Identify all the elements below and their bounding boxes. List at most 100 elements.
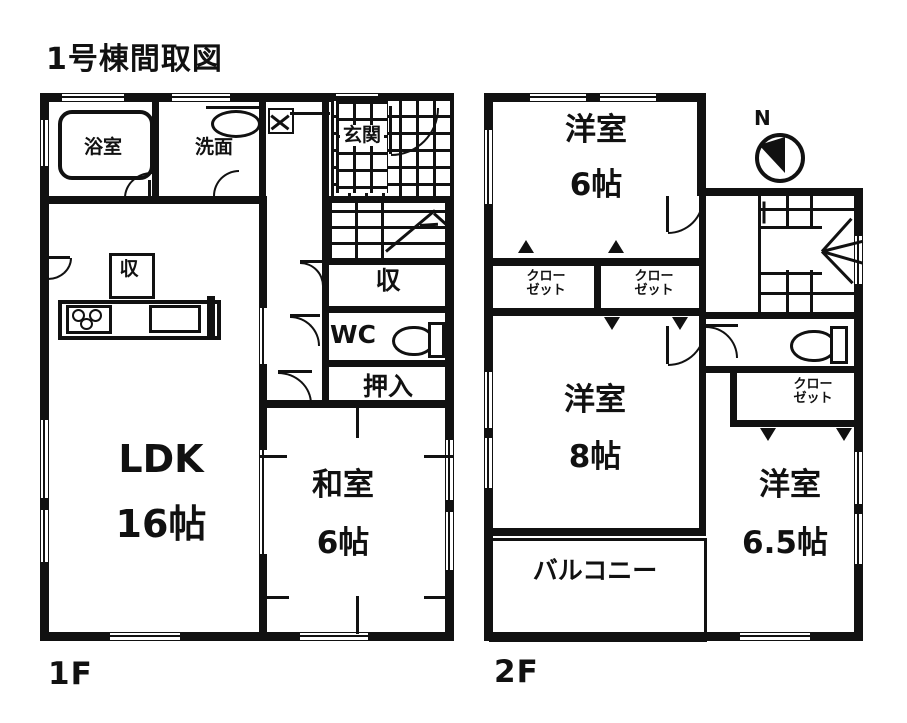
f2-wall-wc-bottom: [706, 366, 863, 373]
balcony-label: バルコニー: [532, 556, 658, 585]
entrance-door-leaf: [389, 106, 392, 154]
f1-window-top-a-line: [62, 96, 124, 98]
f2-wall-left: [484, 93, 493, 641]
f2-wall-bottom: [484, 632, 863, 641]
f1-wall-right: [445, 93, 454, 641]
f2-window-top-b-line: [600, 96, 656, 98]
room-label-yoshitsu-6: 洋室: [565, 112, 627, 148]
compass-needle-icon: [759, 137, 785, 173]
f2-stair-rail-a: [786, 196, 789, 228]
burner-icon-2: [89, 309, 102, 322]
closet-label-c: クロー ゼット: [793, 377, 833, 407]
f1-window-right-b-line: [448, 512, 450, 570]
f1-wall-hall-right: [322, 196, 329, 401]
closet-a-open-marker-icon: [604, 317, 620, 330]
f2-window-bottom-a-line: [740, 635, 810, 637]
f2-wall-closet-c-bottom: [730, 420, 863, 427]
compass-label-north: N: [754, 106, 771, 130]
f1-window-top-b-line: [172, 96, 230, 98]
washitsu-tatami-line-b: [356, 408, 359, 438]
f2-window-left-b-line: [487, 372, 489, 428]
f2-wall-closet-divider: [594, 258, 601, 316]
f1-wall-left: [40, 93, 49, 641]
room6-door-leaf: [666, 196, 669, 232]
wc-door-leaf: [290, 314, 320, 317]
f1-wall-wc-bottom: [322, 360, 454, 367]
room-size-ldk: 16帖: [115, 502, 207, 546]
f1-window-ldk-hall2-line: [262, 450, 264, 554]
page-title: 1号棟間取図: [46, 42, 223, 77]
washroom-door-swing-icon: [213, 170, 239, 196]
f1-wall-bottom: [40, 632, 454, 641]
entrance-shelf: [290, 112, 330, 115]
room-size-yoshitsu-8: 8帖: [568, 439, 622, 475]
f2-wall-closet-c-left: [730, 366, 737, 424]
f2-wall-stair-bottom: [706, 312, 863, 319]
hall-storage-door-swing-icon: [300, 262, 324, 286]
room-label-entrance: 玄関: [340, 125, 384, 146]
closet-label-a: クロー ゼット: [526, 269, 566, 299]
room-label-washitsu: 和室: [312, 467, 374, 503]
f1-wall-washitsu-top: [259, 400, 454, 408]
bathtub-icon: [58, 110, 154, 180]
sink-icon: [149, 305, 201, 333]
f2-window-top-a-line: [530, 96, 586, 98]
f1-wall-wet-bottom: [40, 196, 266, 204]
f2-wall-upper-step: [697, 188, 862, 196]
washroom-counter: [206, 106, 259, 109]
wc-door-swing-icon: [290, 316, 320, 346]
f2-window-left-c-line: [487, 438, 489, 488]
f1-window-bottom-b-line: [300, 635, 368, 637]
room-label-washroom: 洗面: [194, 136, 233, 158]
balcony-outline: [489, 538, 707, 642]
floor-caption-1f: 1F: [48, 656, 93, 692]
room-label-bath: 浴室: [83, 136, 122, 158]
toilet-icon: [392, 326, 434, 356]
f2-stair-arrow-icon: [762, 201, 766, 224]
f2-wc-door-swing-icon: [706, 326, 738, 358]
room-label-yoshitsu-8: 洋室: [564, 382, 626, 418]
stair-rail-2: [381, 203, 384, 258]
f1-wall-washroom-right: [259, 93, 266, 204]
f1-window-left-b-line: [43, 420, 45, 498]
ldk-entry-door-swing-icon: [48, 258, 72, 280]
f1-wall-top: [40, 93, 454, 102]
f2-toilet-icon: [790, 330, 836, 362]
f2-window-left-a-line: [487, 130, 489, 204]
f2-wall-right: [854, 188, 863, 641]
f1-window-left-a-line: [43, 120, 45, 166]
f2-window-right-c-line: [857, 514, 859, 564]
storage-label-oshiire: 押入: [362, 372, 413, 401]
f2-wall-top: [484, 93, 706, 102]
washitsu-tatami-line-f: [424, 455, 454, 458]
washitsu-tatami-line-c: [356, 596, 359, 634]
stair-tread-1: [331, 210, 453, 213]
storage-label-hall: 収: [375, 266, 401, 295]
closet-b-marker-icon: [608, 240, 624, 253]
f2-wall-balcony-top: [484, 528, 706, 536]
f2-stair-left-wall: [758, 196, 761, 312]
stair-rail-1: [355, 203, 358, 258]
kitchen-counter-end: [207, 296, 215, 336]
f2-wall-left-block-right: [699, 188, 706, 533]
f2-stair-rail-b: [786, 270, 789, 312]
oshiire-door-swing-icon: [278, 372, 312, 404]
burner-icon-3: [80, 318, 93, 330]
oshiire-door-leaf: [278, 370, 312, 373]
f1-wall-wc-top: [322, 306, 454, 313]
room-label-wc: WC: [330, 320, 376, 349]
f2-stair-rail-d: [810, 270, 813, 312]
f2-toilet-tank-icon: [830, 326, 848, 364]
ldk-entry-door-leaf: [46, 256, 70, 259]
f1-window-ldk-hall-line: [262, 308, 264, 364]
closet-label-b: クロー ゼット: [634, 269, 674, 299]
room8-door-leaf: [666, 326, 669, 364]
room-size-yoshitsu-65: 6.5帖: [742, 525, 828, 561]
f1-window-left-c-line: [43, 510, 45, 562]
f2-window-right-b-line: [857, 452, 859, 504]
hall-storage-door-leaf: [300, 260, 324, 263]
f1-wall-ldk-right: [259, 196, 267, 641]
f2-wall-top-right: [697, 93, 706, 195]
f1-wall-bath-right: [152, 93, 159, 197]
